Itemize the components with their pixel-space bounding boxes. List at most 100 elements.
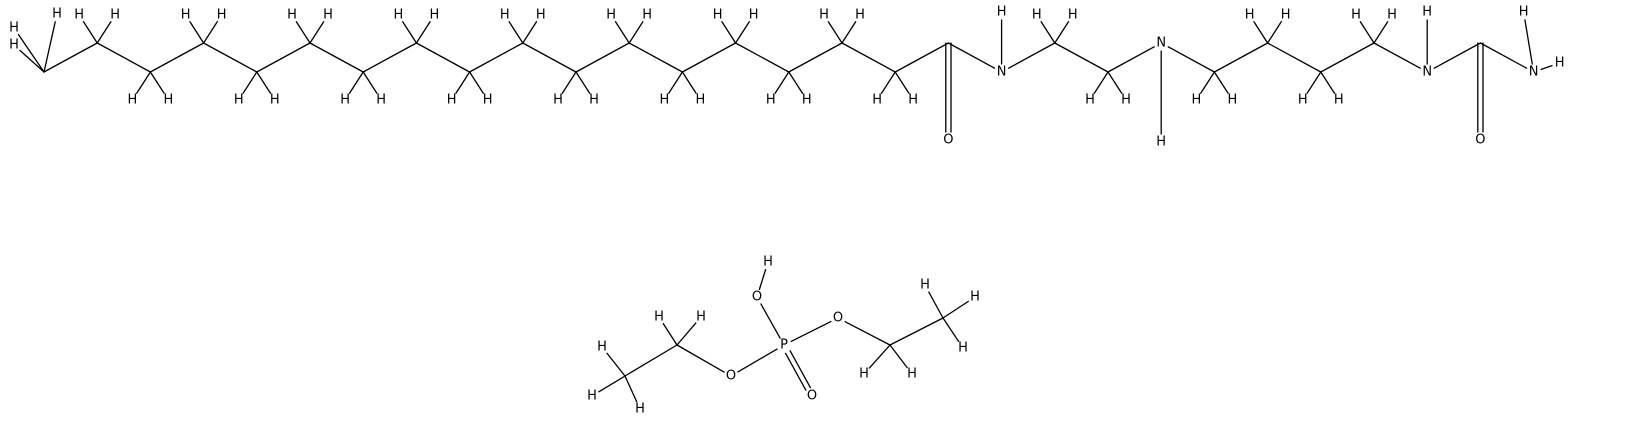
bond-c6-h6b bbox=[309, 21, 325, 44]
bond-c21-h21b bbox=[1213, 71, 1229, 94]
atom-h-hr2c: H bbox=[958, 341, 968, 356]
atom-h-h_m3: H bbox=[9, 38, 19, 53]
atom-h-h14a: H bbox=[713, 8, 723, 23]
atom-h-h8a: H bbox=[394, 8, 404, 23]
bond-c14-c15 bbox=[734, 42, 790, 73]
atom-h-hl1a: H bbox=[654, 310, 664, 325]
bond-c7-c8 bbox=[362, 42, 418, 73]
atom-h-h12b: H bbox=[642, 8, 652, 23]
bond-cr2-hr2c bbox=[942, 317, 960, 342]
bond-c7-h7b bbox=[362, 71, 378, 94]
atom-h-hl2c: H bbox=[635, 402, 645, 417]
bond-c14-h14b bbox=[734, 21, 750, 44]
bond-c22-h22b bbox=[1266, 21, 1282, 44]
atom-h-h2b: H bbox=[110, 8, 120, 23]
bond-c24-n3 bbox=[1373, 42, 1421, 69]
bond-cl2-hl2c bbox=[624, 375, 638, 403]
bond-p1-od-a bbox=[784, 352, 807, 391]
atom-h-h17b: H bbox=[908, 93, 918, 108]
bond-c3-h3a bbox=[136, 71, 152, 94]
atom-o-oh: O bbox=[752, 290, 762, 305]
atom-h-h5a: H bbox=[234, 93, 244, 108]
atom-h-h19b: H bbox=[1068, 8, 1078, 23]
atom-h-hn2: H bbox=[1156, 135, 1166, 150]
bond-c5-c6 bbox=[256, 42, 311, 73]
bond-c8-h8b bbox=[415, 21, 431, 44]
bond-c23-c24 bbox=[1320, 42, 1375, 73]
atom-h-h24b: H bbox=[1387, 8, 1397, 23]
bond-oh-ho bbox=[758, 268, 767, 291]
bond-c9-c10 bbox=[468, 42, 524, 73]
atom-h-h22a: H bbox=[1245, 8, 1255, 23]
atom-h-h7b: H bbox=[376, 93, 386, 108]
bond-c3-h3b bbox=[149, 71, 165, 94]
atom-h-h23a: H bbox=[1298, 93, 1308, 108]
atom-h-ho: H bbox=[763, 255, 773, 270]
bond-n3-c25 bbox=[1433, 42, 1482, 69]
bond-cr1-hr1a bbox=[868, 344, 891, 369]
bond-c19-h19a bbox=[1040, 21, 1056, 44]
atom-h-h5b: H bbox=[270, 93, 280, 108]
atom-h-hn4b: H bbox=[1555, 56, 1565, 71]
bond-c4-h4a bbox=[189, 21, 205, 44]
bond-c15-h15a bbox=[774, 71, 790, 94]
bond-c2-h2a bbox=[82, 21, 98, 44]
bond-cl2-hl2a bbox=[606, 352, 626, 377]
bond-c10-c11 bbox=[522, 42, 577, 73]
bond-c22-c23 bbox=[1266, 42, 1322, 73]
bond-c24-h24a bbox=[1359, 21, 1375, 44]
atom-h-h19a: H bbox=[1032, 8, 1042, 23]
bond-p1-ol bbox=[737, 348, 778, 373]
atom-h-h6a: H bbox=[287, 8, 297, 23]
atom-h-hl1b: H bbox=[696, 310, 706, 325]
bond-c4-h4b bbox=[202, 21, 218, 44]
atom-h-h13b: H bbox=[696, 93, 706, 108]
bond-c24-h24b bbox=[1373, 21, 1389, 44]
atom-o-o25: O bbox=[1475, 133, 1485, 148]
atom-h-h13a: H bbox=[660, 93, 670, 108]
bond-c11-h11a bbox=[561, 71, 577, 94]
atom-h-h17a: H bbox=[872, 93, 882, 108]
bond-c13-h13a bbox=[668, 71, 684, 94]
atom-h-hr2b: H bbox=[970, 290, 980, 305]
bond-c9-h9a bbox=[455, 71, 471, 94]
bond-c17-h17b bbox=[894, 71, 910, 94]
bond-c8-c9 bbox=[415, 42, 471, 73]
bond-c7-h7a bbox=[348, 71, 364, 94]
atom-o-od: O bbox=[807, 389, 817, 404]
bond-c23-h23b bbox=[1320, 71, 1336, 94]
bond-c11-h11b bbox=[575, 71, 591, 94]
bond-c22-h22a bbox=[1253, 21, 1269, 44]
bond-ol-cl1 bbox=[676, 344, 725, 373]
bond-c13-h13b bbox=[681, 71, 697, 94]
bond-c19-h19b bbox=[1054, 21, 1070, 44]
atom-h-h_m2: H bbox=[52, 7, 62, 22]
atom-p-p1: P bbox=[780, 338, 788, 353]
bond-c17-c18 bbox=[894, 42, 950, 73]
bond-c17-h17a bbox=[880, 71, 896, 94]
bond-c14-h14a bbox=[721, 21, 737, 44]
atom-h-h9b: H bbox=[483, 93, 493, 108]
atom-n-n1: N bbox=[997, 65, 1007, 80]
bond-cr1-hr1b bbox=[889, 344, 908, 369]
bond-c12-h12a bbox=[614, 21, 630, 44]
bond-c20-n2 bbox=[1107, 46, 1155, 73]
bond-c18-n1 bbox=[947, 42, 996, 69]
atom-h-hr2a: H bbox=[920, 278, 930, 293]
bond-c8-h8a bbox=[402, 21, 418, 44]
atom-o-or: O bbox=[833, 311, 843, 326]
bond-c5-h5b bbox=[256, 71, 272, 94]
bond-c15-c16 bbox=[788, 42, 843, 73]
atom-h-h21a: H bbox=[1192, 93, 1202, 108]
bond-c1-c2 bbox=[43, 42, 98, 73]
bond-c16-h16b bbox=[841, 21, 857, 44]
bond-c9-h9b bbox=[468, 71, 484, 94]
atom-h-hl2a: H bbox=[597, 340, 607, 355]
atom-h-h9a: H bbox=[447, 93, 457, 108]
bond-c5-h5a bbox=[242, 71, 258, 94]
atom-h-h3b: H bbox=[164, 93, 174, 108]
bond-cr1-cr2 bbox=[889, 317, 944, 346]
bond-c15-h15b bbox=[788, 71, 804, 94]
bond-or-cr1 bbox=[844, 321, 891, 346]
